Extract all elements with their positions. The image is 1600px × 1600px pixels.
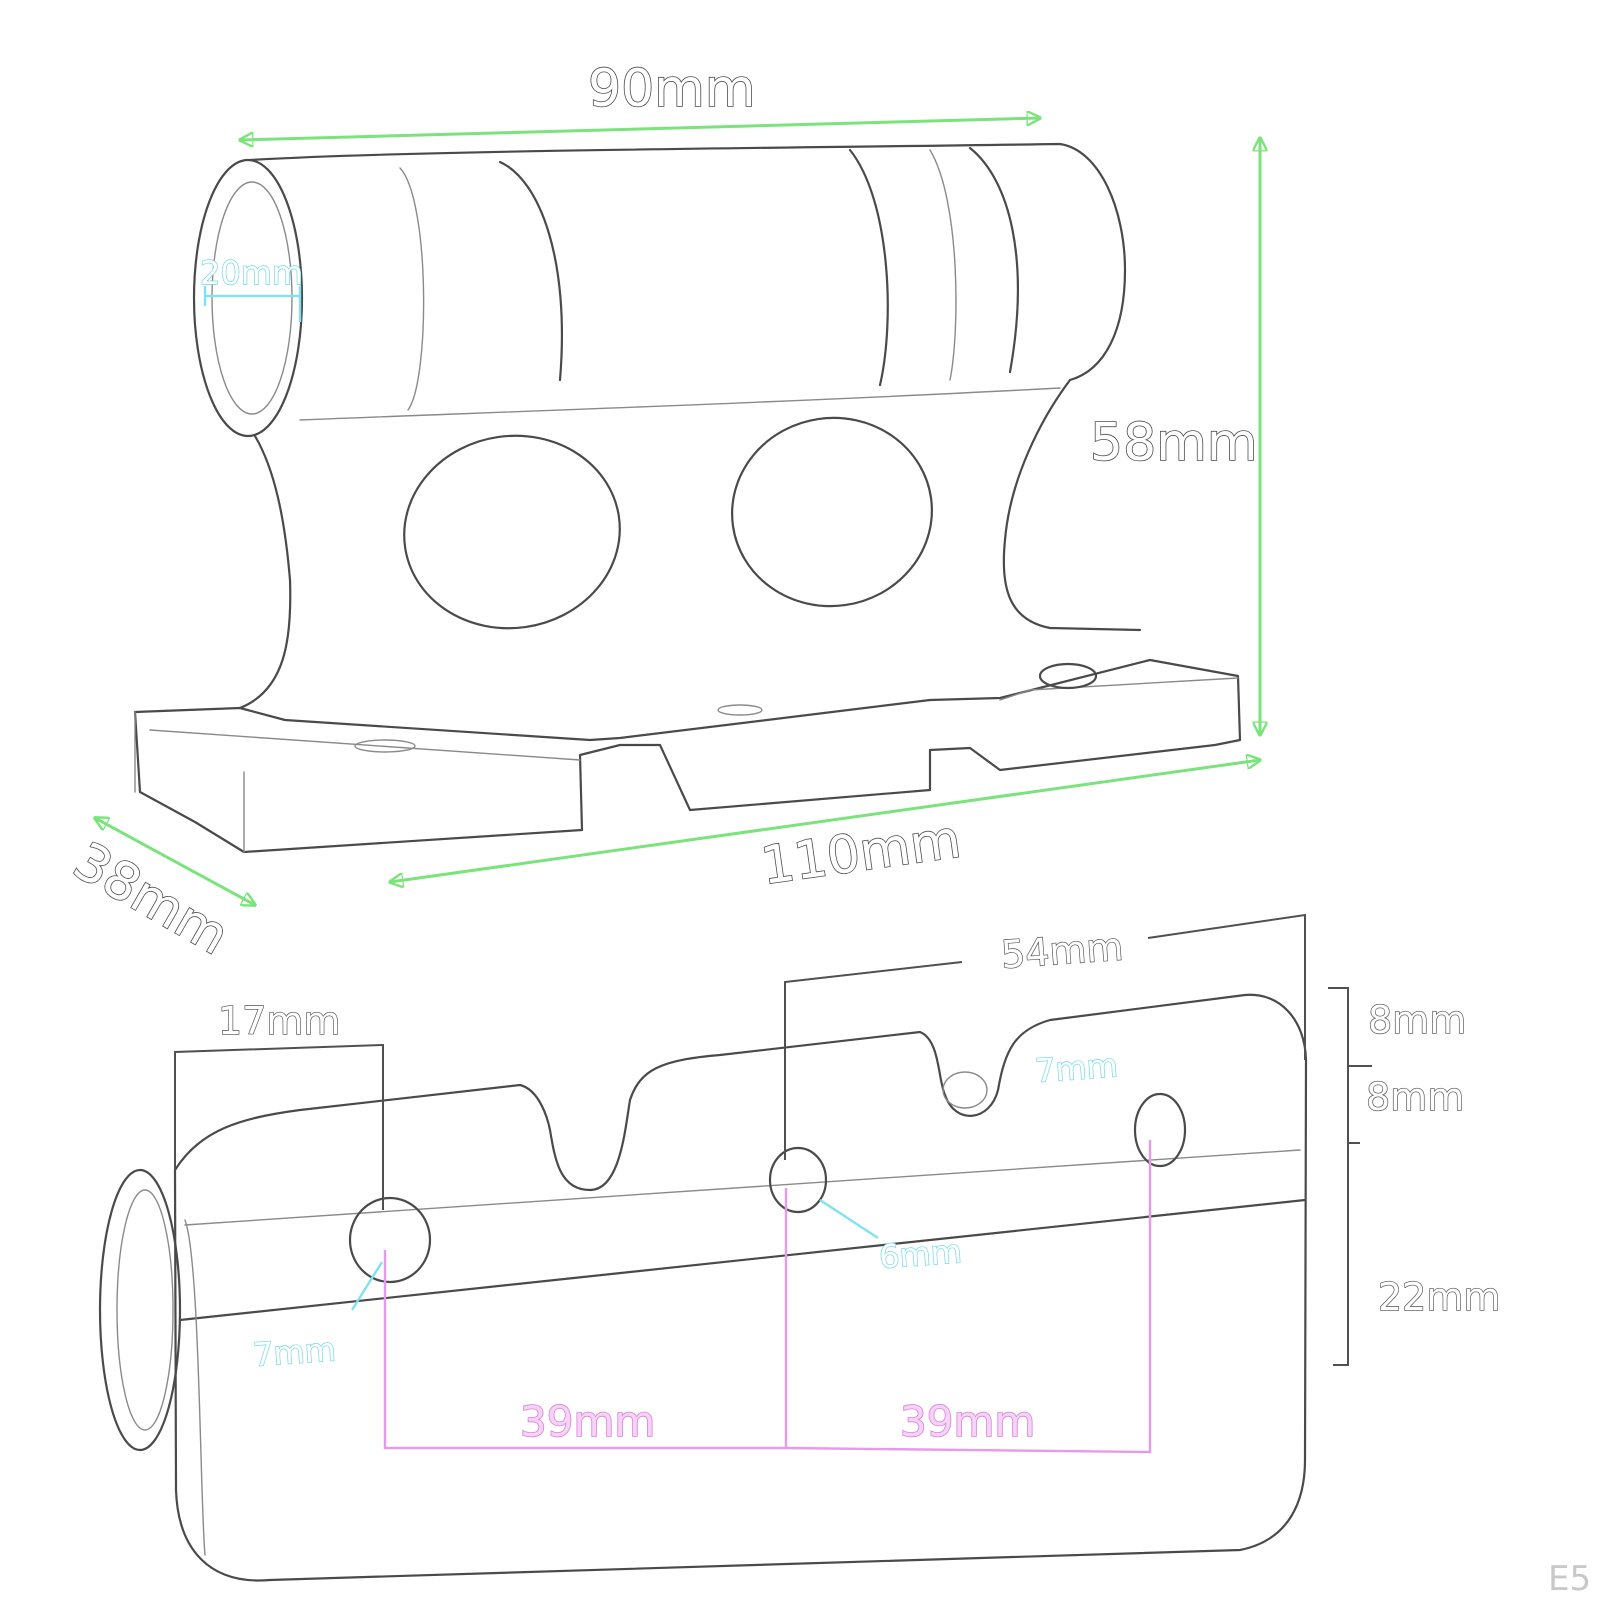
dim-17-bracket [174,1043,384,1210]
dim-54-bracket [784,913,1306,1160]
label-8mm-top: 8mm [1368,998,1466,1042]
bottom-mount-block-drawing [98,993,1308,1582]
label-58mm: 58mm [1090,413,1257,473]
label-38mm: 38mm [64,831,239,967]
label-90mm: 90mm [588,59,755,119]
label-110mm: 110mm [757,810,964,897]
label-17mm: 17mm [218,999,340,1043]
label-20mm: 20mm [200,254,303,292]
label-7mm-hole: 7mm [252,1330,337,1374]
dim-39-left-bracket [383,1188,788,1450]
label-39mm-right: 39mm [900,1397,1035,1446]
label-7mm-slot: 7mm [1034,1046,1119,1090]
label-39mm-left: 39mm [520,1397,655,1446]
dim-6mm-leader [819,1198,879,1240]
dim-7mm-leader [350,1261,384,1311]
dim-38-line [95,818,255,905]
dim-20-bracket [203,286,302,322]
label-22mm: 22mm [1378,1275,1500,1319]
dim-39-right-bracket [785,1140,1152,1454]
label-8mm-mid: 8mm [1366,1075,1464,1119]
dim-side-bracket [1328,987,1372,1366]
watermark-text: E5 [1548,1559,1591,1599]
top-fork-mount-drawing [133,142,1242,854]
label-54mm: 54mm [1000,925,1125,977]
label-6mm: 6mm [878,1232,963,1276]
bottom-dimension-lines [174,913,1372,1454]
top-dimension-lines [95,118,1260,905]
dim-110-line [390,760,1260,882]
dim-90-line [240,118,1040,140]
